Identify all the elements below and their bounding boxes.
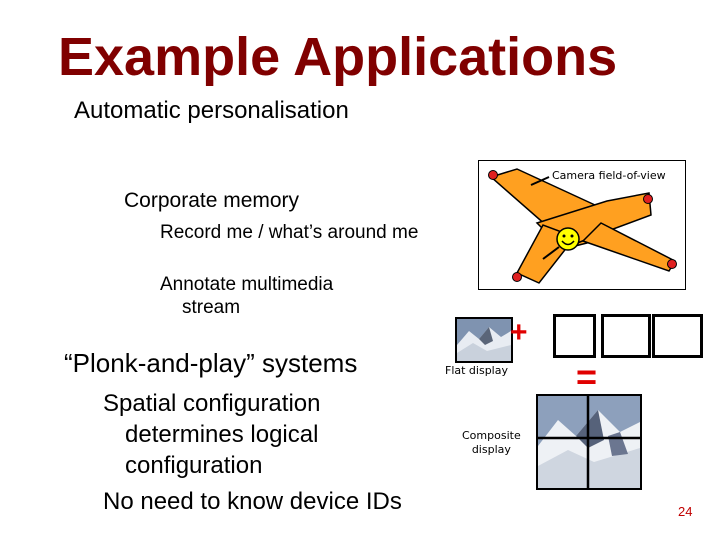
sub-bullet-annotate-text: Annotate multimedia stream: [160, 274, 334, 318]
sub-bullet-record-me: Record me / what’s around me: [160, 221, 440, 244]
composite-label-line2: display: [471, 443, 511, 456]
display-screens-svg: [553, 314, 703, 358]
composite-photo-icon: [538, 396, 640, 488]
mountain-photo-icon: [457, 319, 511, 361]
flat-display-image: [455, 317, 513, 363]
plus-symbol: +: [510, 316, 528, 349]
sub-bullet-spatial-config: Spatial configuration determines logical…: [103, 388, 423, 481]
camera-dot-3: [512, 272, 522, 282]
sub-bullet-device-ids: No need to know device IDs: [103, 488, 402, 515]
bullet-plonk-and-play: “Plonk-and-play” systems: [64, 348, 358, 378]
sub-bullet-record-me-text: Record me / what’s around me: [160, 222, 419, 243]
camera-fov-svg: [488, 168, 677, 284]
camera-beam-4: [581, 222, 677, 272]
sub-bullet-annotate: Annotate multimedia stream: [160, 273, 390, 319]
slide-title: Example Applications: [58, 27, 618, 87]
bullet-corporate-memory: Corporate memory: [124, 189, 300, 212]
smiley-face-icon: [556, 227, 580, 251]
camera-pointer-line: [542, 246, 560, 260]
label-pointer-line: [530, 176, 550, 186]
camera-dot-2: [643, 194, 653, 204]
equals-symbol: =: [576, 356, 598, 397]
camera-dot-4: [667, 259, 677, 269]
screen-1: [553, 314, 596, 358]
composite-display-image: [536, 394, 642, 490]
bullet-automatic-personalisation: Automatic personalisation: [74, 97, 349, 124]
camera-fov-label: Camera field-of-view: [552, 169, 666, 182]
sub-bullet-spatial-config-text: Spatial configuration determines logical…: [103, 390, 321, 479]
screen-2: [601, 314, 651, 358]
page-number: 24: [678, 504, 693, 519]
screen-3: [652, 314, 703, 358]
composite-display-label: Composite display: [462, 429, 521, 457]
flat-display-label: Flat display: [445, 364, 508, 377]
camera-fov-diagram: [478, 160, 686, 290]
composite-label-line1: Composite: [462, 429, 521, 442]
display-screens: [553, 314, 703, 358]
camera-dot-1: [488, 170, 498, 180]
